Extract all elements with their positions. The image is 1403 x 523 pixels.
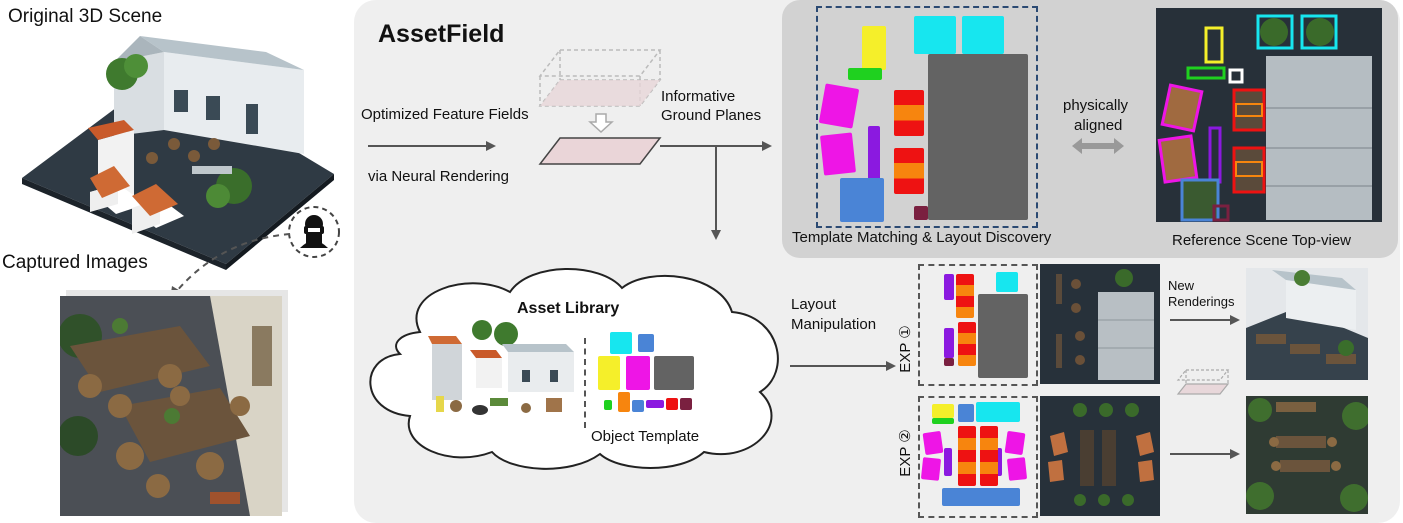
exp2-yellow xyxy=(932,404,954,418)
exp2-topview-image xyxy=(1040,396,1160,516)
tpl-orange xyxy=(618,392,630,412)
blue-block xyxy=(840,178,884,222)
images-title: Captured Images xyxy=(2,252,148,273)
exp1-topview-image xyxy=(1040,264,1160,384)
gray-block xyxy=(928,54,1028,220)
exp2-stack-2 xyxy=(980,426,998,486)
object-template-label: Object Template xyxy=(591,428,700,445)
exp1-stack-2 xyxy=(958,322,976,366)
tpl-red xyxy=(666,398,678,410)
plane-icon-small xyxy=(1176,366,1230,400)
exp2-blue-row xyxy=(942,488,1020,506)
exp2-magenta-4 xyxy=(1006,457,1028,481)
green-block xyxy=(848,68,882,80)
exp2-blue-small xyxy=(958,404,974,422)
library-divider xyxy=(584,338,586,428)
exp2-green xyxy=(932,418,954,424)
cyan-block-1 xyxy=(914,16,956,54)
tpl-blue-small xyxy=(638,334,654,352)
tpl-cyan xyxy=(610,332,632,354)
exp2-purple-1 xyxy=(944,448,952,476)
scene-title: Original 3D Scene xyxy=(8,6,163,27)
red-orange-stack-1 xyxy=(894,90,924,136)
exp1-stack-1 xyxy=(956,274,974,318)
cyan-block-2 xyxy=(962,16,1004,54)
physically-label-1: physically xyxy=(1063,97,1129,114)
magenta-block-1 xyxy=(818,83,860,129)
layout-label-2: Manipulation xyxy=(791,316,877,333)
physically-label-2: aligned xyxy=(1074,117,1123,134)
reference-caption: Reference Scene Top-view xyxy=(1172,232,1351,249)
exp2-stack-1 xyxy=(958,426,976,486)
original-scene-image xyxy=(14,26,344,270)
exp2-magenta-2 xyxy=(920,457,942,481)
red-orange-stack-2 xyxy=(894,148,924,194)
informative-label-2: Ground Planes xyxy=(661,107,762,124)
neural-rendering-label: via Neural Rendering xyxy=(368,168,509,185)
tpl-green xyxy=(604,400,612,410)
double-arrow-icon xyxy=(1072,138,1124,154)
exp1-cyan xyxy=(996,272,1018,292)
yellow-block xyxy=(862,26,886,70)
object-template-map xyxy=(598,330,698,420)
tpl-gray xyxy=(654,356,694,390)
template-caption: Template Matching & Layout Discovery xyxy=(792,229,1052,246)
exp1-layout-map xyxy=(918,264,1038,384)
new-renderings-label-1: New xyxy=(1168,278,1195,293)
exp2-magenta-1 xyxy=(922,430,944,456)
new-renderings-label-2: Renderings xyxy=(1168,294,1235,309)
feature-field-plane-icon xyxy=(538,49,670,170)
maroon-block xyxy=(914,206,928,220)
exp2-layout-map xyxy=(918,396,1038,516)
tpl-yellow xyxy=(598,356,620,390)
template-layout-box xyxy=(816,6,1038,228)
exp2-purple-2 xyxy=(994,448,1002,476)
exp1-gray xyxy=(978,294,1028,378)
exp2-layout-box xyxy=(918,396,1038,518)
exp1-layout-box xyxy=(918,264,1038,386)
exp2-rendering-image xyxy=(1246,396,1368,514)
exp2-magenta-3 xyxy=(1004,430,1026,456)
magenta-block-2 xyxy=(819,132,857,176)
exp2-cyan xyxy=(976,402,1020,422)
tpl-blue xyxy=(632,400,644,412)
photographer-icon xyxy=(286,204,342,260)
assetfield-title: AssetField xyxy=(378,20,505,48)
asset-thumbnails xyxy=(426,318,582,422)
tpl-maroon xyxy=(680,398,692,410)
exp1-rendering-image xyxy=(1246,268,1368,380)
exp1-label: EXP ① xyxy=(897,325,914,373)
informative-label-1: Informative xyxy=(661,88,736,105)
captured-image xyxy=(60,296,282,516)
exp1-maroon xyxy=(944,358,954,366)
tpl-magenta xyxy=(626,356,650,390)
purple-block xyxy=(868,126,880,182)
exp2-label: EXP ② xyxy=(897,429,914,477)
layout-label-1: Layout xyxy=(791,296,837,313)
template-layout-map xyxy=(816,6,1038,228)
exp1-purple-2 xyxy=(944,328,954,358)
optimized-feature-fields-label: Optimized Feature Fields xyxy=(361,106,529,123)
exp1-purple-1 xyxy=(944,274,954,300)
reference-topview-image xyxy=(1156,8,1382,222)
asset-library-title: Asset Library xyxy=(517,300,620,317)
tpl-purple xyxy=(646,400,664,408)
asset-library-cloud xyxy=(360,262,792,470)
